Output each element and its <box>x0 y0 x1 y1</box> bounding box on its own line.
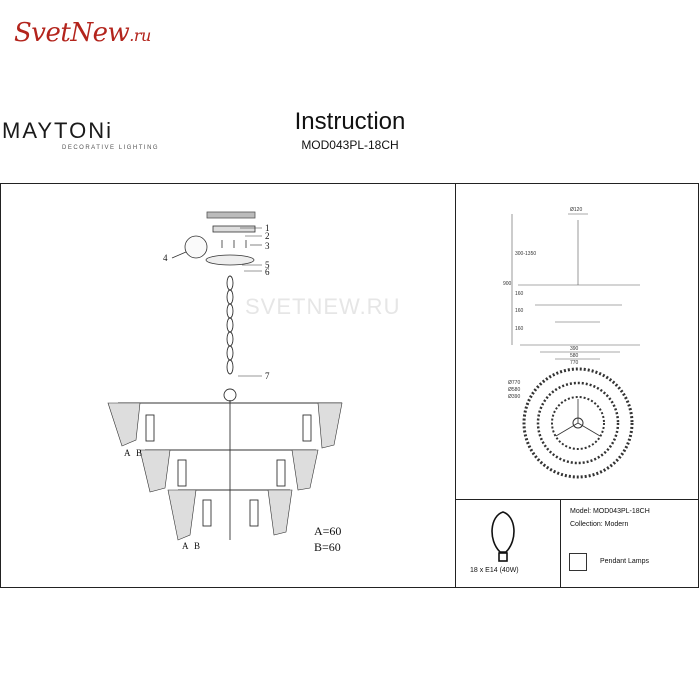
angle-a: A=60 <box>314 524 342 538</box>
plan-dia-770: Ø770 <box>508 380 520 386</box>
callout-2: 2 <box>265 231 270 241</box>
site-logo-text: SvetNew <box>14 18 130 48</box>
panel-divider-horizontal <box>455 499 699 500</box>
callout-7: 7 <box>265 371 270 381</box>
bulb-icon <box>491 511 515 562</box>
dim-top-width: Ø120 <box>570 207 582 213</box>
plan-view <box>522 367 634 479</box>
callout-4: 4 <box>163 253 168 263</box>
dim-height-tier-3: 160 <box>515 326 524 332</box>
callout-5: 5 <box>265 260 270 270</box>
site-logo[interactable]: SvetNew.ru <box>14 18 151 48</box>
dim-height-tier-2: 160 <box>515 308 524 314</box>
info-collection: Collection: Modern <box>570 521 629 528</box>
dim-width-580: 580 <box>570 353 579 359</box>
panel-divider <box>455 183 456 588</box>
document-header: Instruction MOD043PL-18CH <box>0 108 700 152</box>
info-model: Model: MOD043PL-18CH <box>570 508 650 515</box>
dim-height-tier-1: 160 <box>515 291 524 297</box>
crystals <box>107 402 343 541</box>
info-type: Pendant Lamps <box>600 558 650 565</box>
info-divider <box>560 499 561 588</box>
callout-3: 3 <box>265 241 270 251</box>
dim-height-total: 900 <box>503 281 512 287</box>
ceiling-mount <box>171 211 256 266</box>
instruction-frame <box>0 183 699 588</box>
crystal-label-a1: A <box>124 448 131 458</box>
crystal-label-b2: B <box>194 541 200 551</box>
page-title: Instruction <box>294 108 406 135</box>
pendant-lamp-icon <box>569 553 587 571</box>
callout-lines <box>238 227 262 377</box>
callout-6: 6 <box>265 267 270 277</box>
brand-name: MAYTONi <box>2 118 113 143</box>
dim-height-range: 300-1350 <box>515 251 536 257</box>
crystal-label-b1: B <box>136 448 142 458</box>
crystal-label-a2: A <box>182 541 189 551</box>
crystal-angles: A=60 B=60 <box>314 523 341 555</box>
bulb-spec: 18 x E14 (40W) <box>470 567 519 574</box>
site-logo-suffix: .ru <box>129 26 151 45</box>
brand-tagline: DECORATIVE LIGHTING <box>62 145 160 151</box>
watermark: SVETNEW.RU <box>245 294 401 319</box>
callout-1: 1 <box>265 223 270 233</box>
angle-b: B=60 <box>314 540 341 554</box>
dimension-drawing <box>511 213 640 360</box>
dim-width-390: 390 <box>570 346 579 352</box>
model-number: MOD043PL-18CH <box>301 138 399 152</box>
chain <box>223 275 237 402</box>
brand-logo: MAYTONi DECORATIVE LIGHTING <box>2 118 159 151</box>
dim-width-770: 770 <box>570 360 579 366</box>
plan-dia-580: Ø580 <box>508 387 520 393</box>
plan-dia-390: Ø390 <box>508 394 520 400</box>
